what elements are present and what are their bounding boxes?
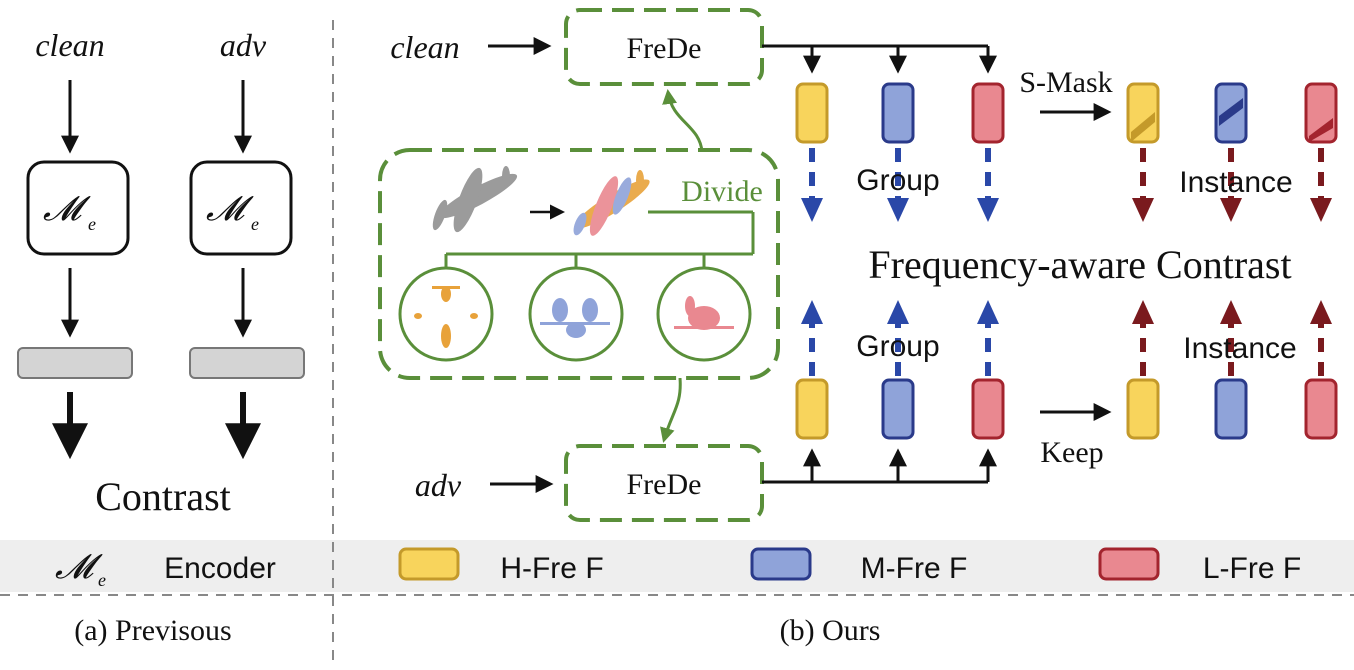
ours-section: clean adv FreDe FreDe Divide [378, 8, 1338, 647]
legend-low-label: L-Fre F [1203, 552, 1301, 585]
high-frequency-points-icon [414, 286, 478, 348]
prev-feature-left [17, 347, 133, 379]
clean-mid-feature [881, 82, 915, 144]
green-arrow-up [662, 89, 704, 153]
masked-low-stripe [1309, 118, 1333, 142]
frede-bottom-label: FreDe [627, 468, 702, 501]
bottom-branch-lines [762, 448, 997, 484]
group-arrowheads-top [801, 198, 999, 222]
airplane-gray-icon [432, 166, 518, 233]
frede-top-label: FreDe [627, 32, 702, 65]
adv-high-feature [795, 378, 829, 440]
green-arrow-down [660, 377, 682, 443]
adv-low-feature [971, 378, 1005, 440]
high-frequency-circle [398, 266, 494, 362]
prev-encoder-right-sub: e [251, 214, 259, 234]
instance-bottom-label: Instance [1183, 332, 1296, 365]
legend-low-swatch [1098, 547, 1160, 581]
kept-high-feature [1126, 378, 1160, 440]
prev-encoder-right [189, 160, 293, 256]
kept-low-feature [1304, 378, 1338, 440]
masked-high-feature [1126, 82, 1160, 144]
prev-adv-label: adv [220, 27, 267, 63]
group-arrows-top [809, 148, 991, 200]
kept-mid-feature [1214, 378, 1248, 440]
prev-encoder-left-sub: e [88, 214, 96, 234]
ours-adv-label: adv [415, 467, 462, 503]
prev-caption: (a) Previsous [74, 614, 231, 647]
adv-mid-feature [881, 378, 915, 440]
masked-mid-stripe [1219, 98, 1243, 126]
ours-caption: (b) Ours [780, 614, 881, 647]
low-frequency-points-icon [674, 296, 734, 330]
prev-feature-right [189, 347, 305, 379]
legend-high-label: H-Fre F [500, 552, 603, 585]
clean-high-feature [795, 82, 829, 144]
legend-high-swatch [398, 547, 460, 581]
instance-arrows-top [1140, 148, 1324, 200]
legend-mid-swatch [750, 547, 812, 581]
prev-encoder-left [26, 160, 130, 256]
group-top-label: Group [856, 164, 939, 197]
keep-label: Keep [1040, 436, 1103, 469]
group-arrows-bottom [809, 322, 991, 376]
previous-section: clean adv 𝓜 e 𝓜 e Contrast (a) Previsous [17, 27, 305, 647]
airplane-colored-icon [573, 170, 650, 236]
instance-arrowheads-bottom [1132, 300, 1332, 324]
prev-contrast-label: Contrast [95, 474, 231, 519]
legend-encoder-label: Encoder [164, 552, 276, 585]
instance-arrows-bottom [1140, 322, 1324, 376]
mid-frequency-points-icon [540, 298, 610, 338]
clean-low-feature [971, 82, 1005, 144]
masked-high-stripe [1131, 112, 1155, 142]
frequency-aware-contrast-label: Frequency-aware Contrast [868, 242, 1291, 287]
ours-clean-label: clean [390, 29, 459, 65]
legend-encoder-sub: e [98, 570, 106, 590]
legend-mid-label: M-Fre F [861, 552, 968, 585]
prev-clean-label: clean [35, 27, 104, 63]
instance-arrowheads-top [1132, 198, 1332, 222]
divide-bracket [444, 210, 755, 268]
top-branch-lines [762, 44, 997, 74]
instance-top-label: Instance [1179, 166, 1292, 199]
smask-label: S-Mask [1019, 66, 1112, 99]
group-arrowheads-bottom [801, 300, 999, 324]
divide-label: Divide [681, 175, 763, 208]
group-bottom-label: Group [856, 330, 939, 363]
mid-frequency-circle [528, 266, 624, 362]
